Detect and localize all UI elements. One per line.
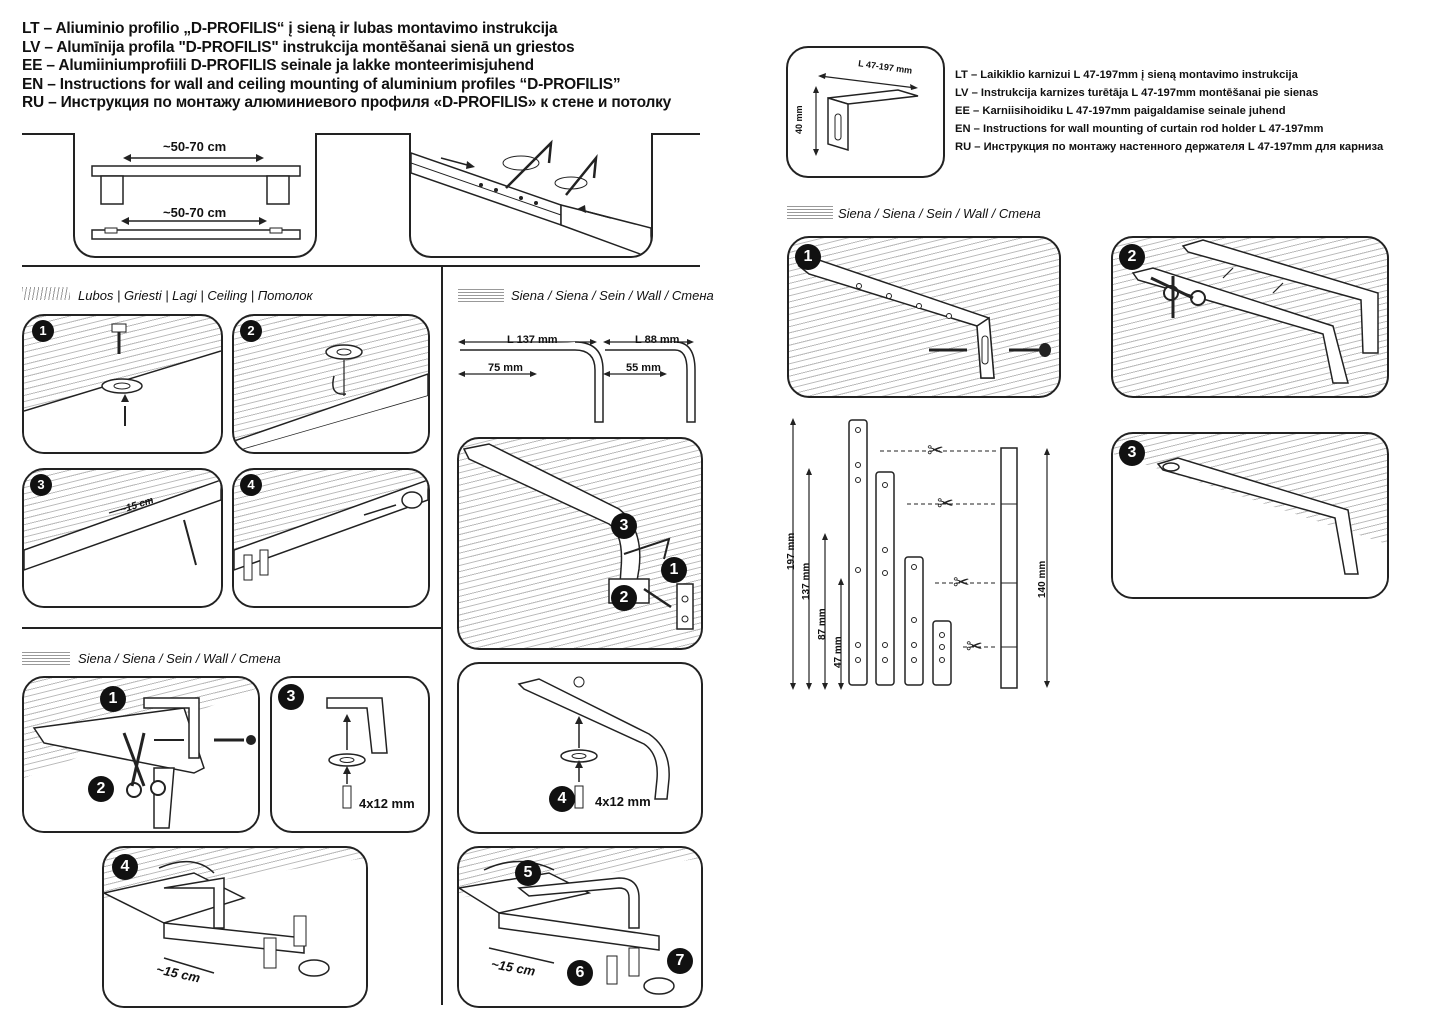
title-lt: LT – Aliuminio profilio „D-PROFILIS“ į s… — [22, 20, 558, 37]
bracket-long-label: L 137 mm — [507, 334, 558, 346]
bracket-short-sub-label: 55 mm — [626, 362, 661, 374]
wall-a-step-12-panel: 1 2 — [22, 676, 260, 833]
spacing-drawing — [91, 154, 301, 240]
holder-step-3-badge: 3 — [1119, 440, 1145, 466]
ceiling-step-4-badge: 4 — [240, 474, 262, 496]
ceiling-step-3-panel: 3 ~15 cm — [22, 468, 223, 608]
wall-a-hatch-icon — [22, 652, 70, 665]
connection-drawing — [411, 139, 651, 256]
ceiling-step-1-badge: 1 — [32, 320, 54, 342]
holder-height-label: 40 mm — [794, 105, 804, 134]
holder-preview-drawing — [813, 73, 919, 156]
holder-step-3-drawing — [1113, 454, 1387, 597]
holder-title-lv: LV – Instrukcija karnizes turētāja L 47-… — [955, 87, 1319, 99]
bracket-short-label: L 88 mm — [635, 334, 680, 346]
wall-b-step-567-drawing — [459, 858, 701, 1006]
ceiling-section-title: Lubos | Griesti | Lagi | Ceiling | Потол… — [78, 288, 313, 303]
holder-preview-panel: L 47-197 mm 40 mm — [786, 46, 945, 178]
ceiling-step-2-panel: 2 — [232, 314, 430, 454]
spacing-panel: ~50-70 cm ~50-70 cm — [73, 133, 317, 258]
wall-a-step-3-panel: 3 4x12 mm — [270, 676, 430, 833]
holder-title-en: EN – Instructions for wall mounting of c… — [955, 123, 1324, 135]
ceiling-hatch-icon — [22, 287, 70, 300]
length-137-label: 137 mm — [801, 562, 812, 600]
wall-a-step-1-badge: 1 — [100, 686, 126, 712]
wall-b-step-567-panel: 5 6 7 ~15 cm — [457, 846, 703, 1008]
wall-a-step-4-panel: 4 ~15 cm — [102, 846, 368, 1008]
profile-connection-panel — [409, 133, 653, 258]
wall-a-step-2-badge: 2 — [88, 776, 114, 802]
holder-step-1-badge: 1 — [795, 244, 821, 270]
wall-b-step-5-badge: 5 — [515, 860, 541, 886]
column-divider — [441, 265, 443, 1005]
wall-a-section-title: Siena / Siena / Sein / Wall / Стена — [78, 651, 281, 666]
holder-step-3-panel: 3 — [1111, 432, 1389, 599]
ceiling-step-1-drawing — [24, 323, 221, 452]
wall-a-step-4-badge: 4 — [112, 854, 138, 880]
svg-text:✂: ✂ — [937, 491, 954, 515]
wall-b-step-1-badge: 1 — [661, 557, 687, 583]
bracket-long-sub-label: 75 mm — [488, 362, 523, 374]
wall-b-step-123-drawing — [462, 443, 694, 630]
svg-text:✂: ✂ — [966, 634, 983, 658]
bracket-dimension-drawing — [458, 339, 696, 423]
length-47-label: 47 mm — [833, 636, 844, 668]
wall-right-hatch-icon — [787, 206, 833, 219]
holder-step-2-drawing — [1131, 239, 1379, 384]
ceiling-step-2-badge: 2 — [240, 320, 262, 342]
wall-a-step-3-badge: 3 — [278, 684, 304, 710]
wall-b-step-3-badge: 3 — [611, 513, 637, 539]
spacing-label-bottom: ~50-70 cm — [163, 205, 227, 220]
wall-b-section-title: Siena / Siena / Sein / Wall / Стена — [511, 288, 714, 303]
wall-right-section-title: Siena / Siena / Sein / Wall / Стена — [838, 206, 1041, 221]
wall-b-step-4-panel: 4 4x12 mm — [457, 662, 703, 834]
ceiling-step-4-panel: 4 — [232, 468, 430, 608]
length-140-label: 140 mm — [1037, 560, 1048, 598]
wall-b-hatch-icon — [458, 289, 504, 302]
ceiling-step-3-badge: 3 — [30, 474, 52, 496]
screw-size-label-2: 4x12 mm — [595, 794, 651, 809]
ceiling-step-1-panel: 1 — [22, 314, 223, 454]
wall-b-step-123-panel: 3 1 2 — [457, 437, 703, 650]
screw-size-label-1: 4x12 mm — [359, 796, 415, 811]
holder-title-ee: EE – Karniisihoidiku L 47-197mm paigalda… — [955, 105, 1286, 117]
wall-a-step-4-drawing — [104, 858, 366, 1006]
title-lv: LV – Alumīnija profila "D-PROFILIS" inst… — [22, 38, 575, 56]
wall-a-step-3-drawing — [326, 697, 388, 809]
holder-title-lt: LT – Laikiklio karnizui L 47-197mm į sie… — [955, 69, 1298, 81]
holder-step-2-panel: 2 — [1111, 236, 1389, 398]
svg-text:✂: ✂ — [953, 570, 970, 594]
ceiling-step-4-drawing — [234, 479, 428, 606]
title-ru: RU – Инструкция по монтажу алюминиевого … — [22, 94, 672, 111]
holder-title-block: LT – Laikiklio karnizui L 47-197mm į sie… — [955, 66, 1383, 156]
ceiling-step-3-drawing — [24, 479, 221, 606]
section-divider-top — [22, 265, 700, 267]
holder-title-ru: RU – Инструкция по монтажу настенного де… — [955, 141, 1384, 153]
header-divider — [22, 133, 700, 135]
svg-text:✂: ✂ — [927, 438, 944, 462]
wall-b-step-4-badge: 4 — [549, 786, 575, 812]
holder-step-1-drawing — [797, 259, 1051, 379]
length-cut-diagram: ✂ ✂ ✂ ✂ — [790, 418, 1050, 690]
wall-b-step-6-badge: 6 — [567, 960, 593, 986]
length-87-label: 87 mm — [817, 608, 828, 640]
spacing-label-top: ~50-70 cm — [163, 139, 227, 154]
wall-b-step-2-badge: 2 — [611, 585, 637, 611]
main-title-block: LT – Aliuminio profilio „D-PROFILIS“ į s… — [22, 20, 671, 113]
title-ee: EE – Alumiiniumprofiili D-PROFILIS seina… — [22, 57, 534, 74]
holder-step-1-panel: 1 — [787, 236, 1061, 398]
length-197-label: 197 mm — [786, 532, 797, 570]
holder-step-2-badge: 2 — [1119, 244, 1145, 270]
title-en: EN – Instructions for wall and ceiling m… — [22, 75, 621, 93]
wall-a-step-12-drawing — [24, 688, 258, 831]
section-divider-mid — [22, 627, 442, 629]
wall-b-step-7-badge: 7 — [667, 948, 693, 974]
ceiling-step-2-drawing — [234, 344, 428, 452]
wall-b-step-4-drawing — [517, 676, 670, 809]
